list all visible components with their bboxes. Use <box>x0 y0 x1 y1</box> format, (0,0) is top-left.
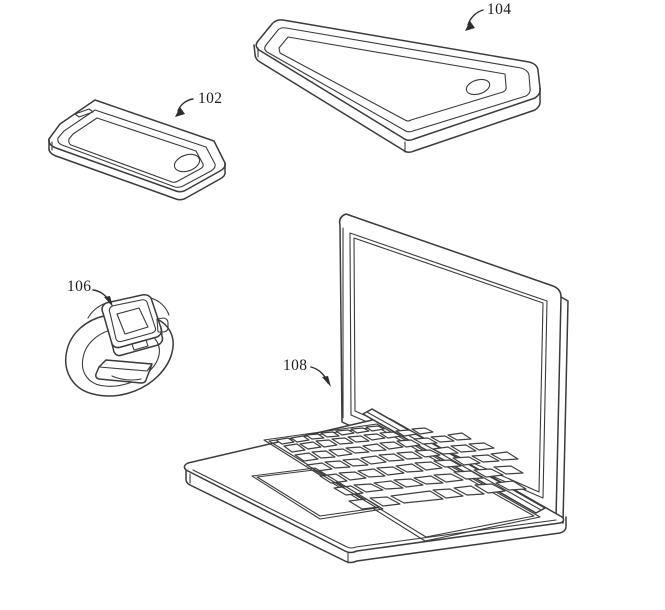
reference-label-104: 104 <box>487 1 511 18</box>
device-smartwatch <box>65 294 174 397</box>
reference-callout-108: 108 <box>283 357 331 387</box>
phone-bezel <box>57 109 216 188</box>
phone-side-edge <box>48 138 226 201</box>
watch-strap-tail <box>95 359 153 384</box>
watch-strap-tail-fold <box>98 366 148 372</box>
tablet-display <box>278 36 507 122</box>
laptop-trackpad <box>251 467 384 520</box>
watch-lug-upper <box>87 302 107 319</box>
tablet-home-button <box>465 78 491 96</box>
laptop-bezel <box>349 232 548 499</box>
watch-case-side <box>111 327 164 357</box>
watch-bezel <box>108 299 157 343</box>
laptop-base-front <box>185 469 567 564</box>
reference-callout-104: 104 <box>465 1 511 31</box>
laptop-base-chamfer <box>192 469 557 549</box>
leader-arrow-108 <box>322 376 331 387</box>
leader-arrow-104 <box>465 21 475 31</box>
reference-label-102: 102 <box>198 90 222 107</box>
laptop-display <box>353 237 544 493</box>
keyboard-row-3 <box>294 432 472 462</box>
phone-earpiece-speaker <box>74 108 94 118</box>
tablet-side-edge <box>253 44 541 154</box>
laptop-trackpad-inner <box>256 469 378 517</box>
watch-display <box>116 307 149 335</box>
leader-line-102 <box>177 98 194 112</box>
leader-line-104 <box>467 9 484 26</box>
keyboard-row-4 <box>306 442 495 472</box>
reference-label-108: 108 <box>283 357 307 374</box>
device-tablet <box>253 19 541 154</box>
keyboard-row-7 <box>348 480 527 510</box>
laptop-keyboard <box>275 425 527 510</box>
tablet-bezel <box>264 27 531 133</box>
watch-digital-crown <box>156 317 169 333</box>
watch-lug-lower <box>150 297 170 316</box>
reference-callout-102: 102 <box>175 90 222 117</box>
device-laptop <box>183 213 569 564</box>
leader-arrow-106 <box>104 296 113 307</box>
phone-home-button <box>173 153 201 173</box>
keyboard-row-5 <box>319 451 519 484</box>
laptop-lid-corner <box>552 285 562 298</box>
watch-side-button <box>131 339 149 351</box>
keyboard-row-1 <box>275 425 385 445</box>
device-smartphone <box>48 99 226 201</box>
laptop-hinge-line <box>366 411 542 511</box>
reference-label-106: 106 <box>67 278 91 295</box>
keyboard-row-2 <box>283 427 434 453</box>
leader-arrow-102 <box>175 107 185 117</box>
watch-strap-keeper <box>111 375 142 381</box>
watch-strap-tail-corner <box>146 363 153 372</box>
reference-callout-106: 106 <box>67 278 113 307</box>
watch-strap-tail-edge <box>105 359 153 365</box>
phone-display <box>68 117 204 183</box>
